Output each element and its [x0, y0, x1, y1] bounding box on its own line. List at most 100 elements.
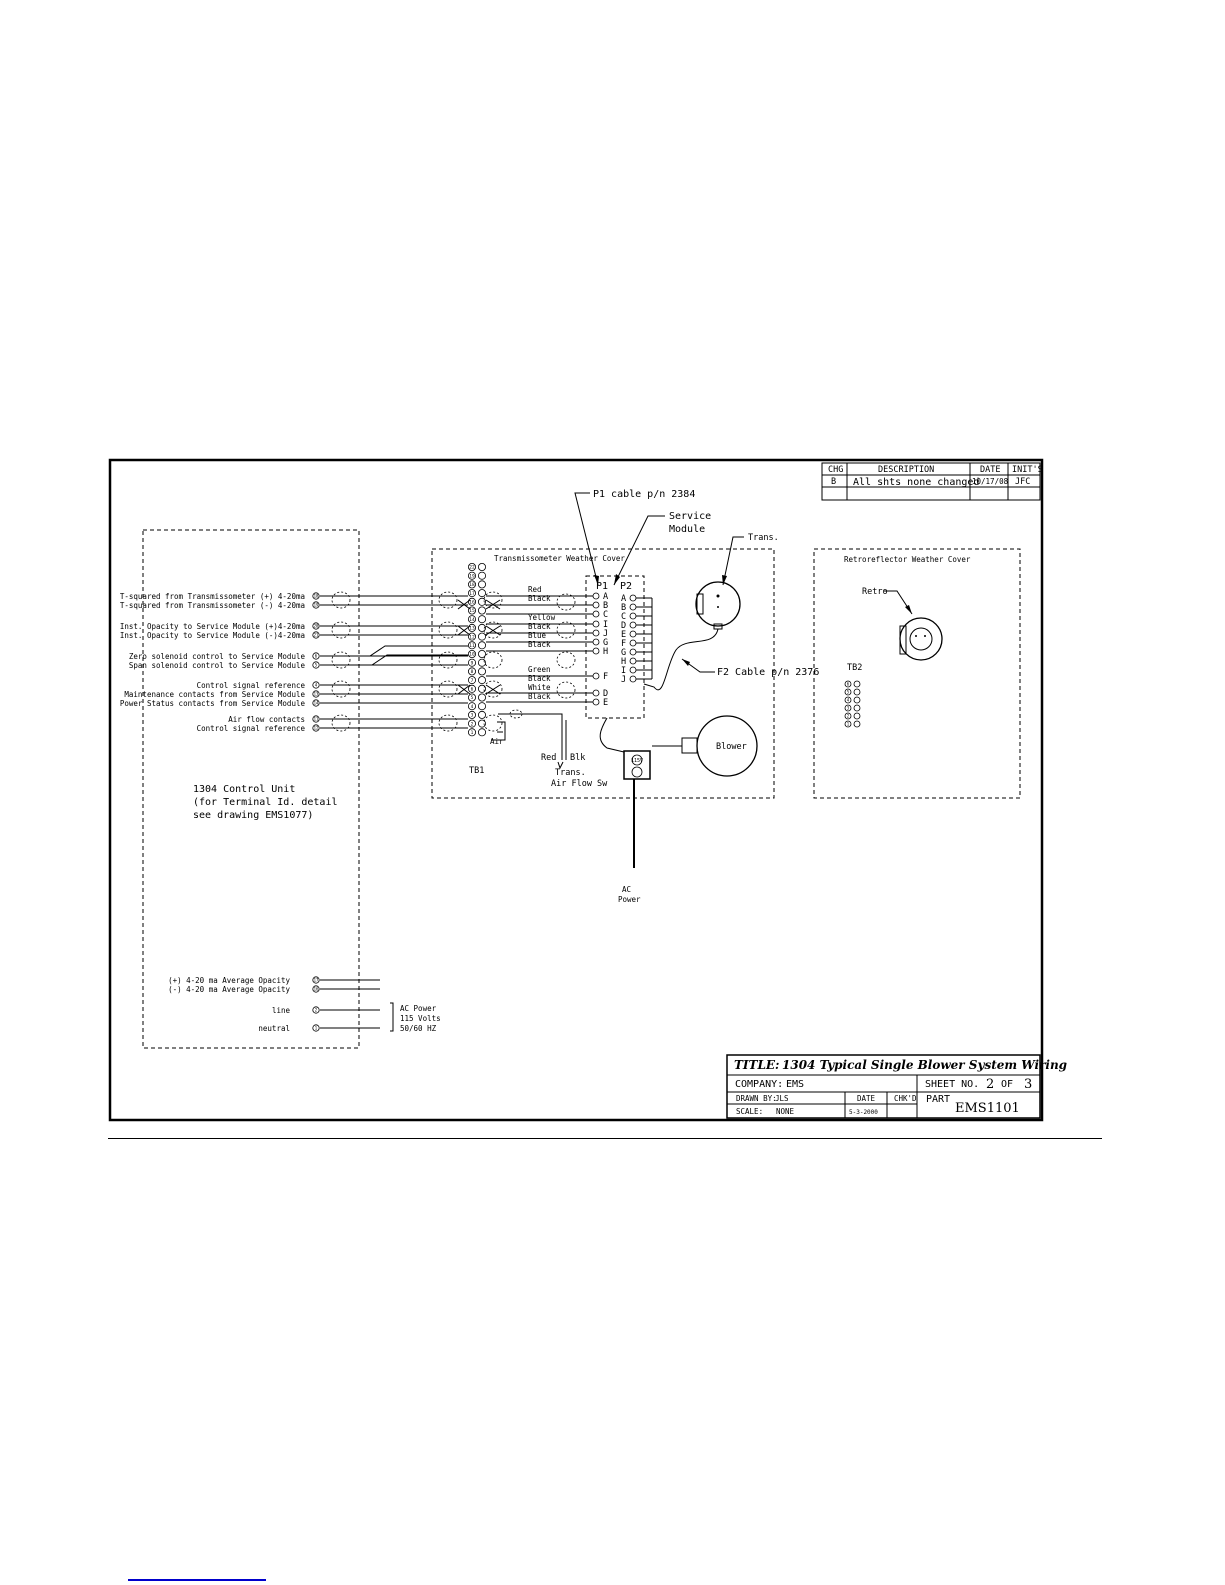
rev-header-inits: INIT'S — [1012, 465, 1043, 475]
tb1-terminal-icon — [477, 571, 486, 580]
svg-text:(for Terminal Id. detail: (for Terminal Id. detail — [193, 797, 338, 808]
airflow-blk-label: Blk — [570, 753, 585, 763]
tb2-terminal-icon — [853, 720, 861, 728]
tb1-terminal-icon — [467, 632, 476, 641]
title-label: TITLE: — [734, 1058, 780, 1072]
ac-power-note-line2: 115 Volts — [400, 1014, 441, 1023]
tb2-terminal-icon — [853, 712, 861, 720]
signal-label: (-) 4-20 ma Average Opacity — [168, 985, 290, 994]
tb2-terminal-number: 4 — [847, 698, 850, 703]
terminal-number: 12 — [314, 726, 319, 731]
tb1-terminal-icon — [467, 615, 476, 624]
p1-pin-label: E — [603, 698, 608, 708]
airflow-sw-label-2: Air Flow Sw — [551, 779, 608, 789]
terminal-icon — [312, 985, 320, 993]
p1-connector: ABCIJGHFDERedBlackYellowBlackBlueBlackGr… — [486, 585, 608, 708]
date-value: 5-3-2000 — [849, 1109, 878, 1116]
tb2-terminal-icon — [844, 696, 852, 704]
signal-label: Control signal reference — [197, 681, 306, 690]
p2-pin-icon — [629, 675, 637, 683]
tb1-terminal-icon — [477, 623, 486, 632]
wire — [330, 645, 468, 657]
wire-color-label: Black — [528, 622, 551, 631]
p1-pin-icon — [592, 629, 600, 637]
sheet-total: 3 — [1024, 1077, 1032, 1092]
outlet-icon: 115V — [599, 717, 651, 780]
p2-pin-icon — [629, 612, 637, 620]
tb2-terminal-number: 1 — [847, 722, 850, 727]
tb1-terminal-number: 3 — [471, 713, 474, 719]
tb1-terminal-icon — [467, 650, 476, 659]
p2-pin-label: F — [621, 639, 626, 649]
terminal-number: 18 — [314, 594, 319, 599]
transmissometer-enclosure-label: Transmissometer Weather Cover — [494, 554, 625, 563]
tb1-terminal-number: 7 — [471, 678, 474, 684]
footer-link-underline[interactable] — [128, 1579, 266, 1581]
trans-label: Trans. — [748, 533, 779, 543]
p1-pin-icon — [592, 647, 600, 655]
terminal-number: 11 — [314, 717, 319, 722]
tb1-terminal-icon — [467, 641, 476, 650]
p1-header: P1 — [596, 581, 608, 592]
outlet-label: 115V — [631, 758, 643, 764]
tb1-terminal-icon — [477, 606, 486, 615]
p1-pin-label: F — [603, 672, 608, 682]
signal-label: (+) 4-20 ma Average Opacity — [168, 976, 290, 985]
shield-circle-icon — [483, 651, 503, 669]
terminal-icon — [312, 601, 320, 609]
wire — [457, 599, 471, 610]
p2-pin-icon — [629, 657, 637, 665]
shield-circle-icon — [438, 591, 458, 609]
terminal-icon — [312, 699, 320, 707]
air-flow-switch: Air Red Blk Trans. Air Flow Sw — [490, 709, 608, 789]
part-label: PART — [926, 1094, 950, 1105]
p2-pin-icon — [629, 666, 637, 674]
tb1-terminal-icon — [467, 676, 476, 685]
rev-cell-chg: B — [831, 477, 836, 487]
sheet-number: 2 — [986, 1077, 994, 1092]
shield-circle-icon — [331, 680, 351, 698]
terminal-icon — [312, 690, 320, 698]
wire-color-label: Black — [528, 640, 551, 649]
tb2-terminal-icon — [853, 688, 861, 696]
terminal-icon — [312, 715, 320, 723]
tb1-terminal-icon — [477, 684, 486, 693]
drawn-by-value: JLS — [775, 1094, 789, 1103]
terminal-number: 21 — [314, 633, 319, 638]
control-unit-label: 1304 Control Unit (for Terminal Id. deta… — [193, 784, 338, 821]
p1-pin-icon — [592, 592, 600, 600]
p2-pin-icon — [629, 648, 637, 656]
p2-pin-label: G — [621, 648, 626, 658]
terminal-icon — [312, 724, 320, 732]
tb1-terminal-icon — [477, 676, 486, 685]
p1-pin-icon — [592, 689, 600, 697]
p1-pin-label: I — [603, 620, 608, 630]
tb1-terminal-icon — [467, 719, 476, 728]
shield-circle-icon — [331, 714, 351, 732]
rev-header-description: DESCRIPTION — [878, 465, 934, 475]
p1-pin-icon — [592, 698, 600, 706]
tb1-label: TB1 — [469, 766, 484, 776]
tb1-terminal-icon — [477, 667, 486, 676]
title-block: TITLE: 1304 Typical Single Blower System… — [726, 1054, 1067, 1119]
tb2-label: TB2 — [847, 663, 862, 673]
tb1-terminal-icon — [467, 684, 476, 693]
left-signal-list: T-squared from Transmissometer (+) 4-20m… — [120, 592, 320, 733]
p1-pin-label: B — [603, 601, 608, 611]
p2-pin-label: J — [621, 675, 626, 685]
shield-circle-icon — [483, 680, 503, 698]
f2-cable-callout: F2 Cable p/n 2376 — [681, 658, 819, 678]
shield-circle-icon — [331, 621, 351, 639]
scale-value: NONE — [776, 1107, 795, 1116]
svg-text:1304 Control Unit: 1304 Control Unit — [193, 784, 295, 795]
p1-pin-label: C — [603, 610, 608, 620]
service-module-box — [585, 575, 645, 719]
shield-circle-icon — [483, 591, 503, 609]
tb1-terminal-icon — [477, 632, 486, 641]
p1-pin-label: G — [603, 638, 608, 648]
airflow-red-label: Red — [541, 753, 556, 763]
field-wiring — [320, 591, 576, 732]
date-label: DATE — [857, 1094, 876, 1103]
tb1-terminal-icon — [467, 623, 476, 632]
